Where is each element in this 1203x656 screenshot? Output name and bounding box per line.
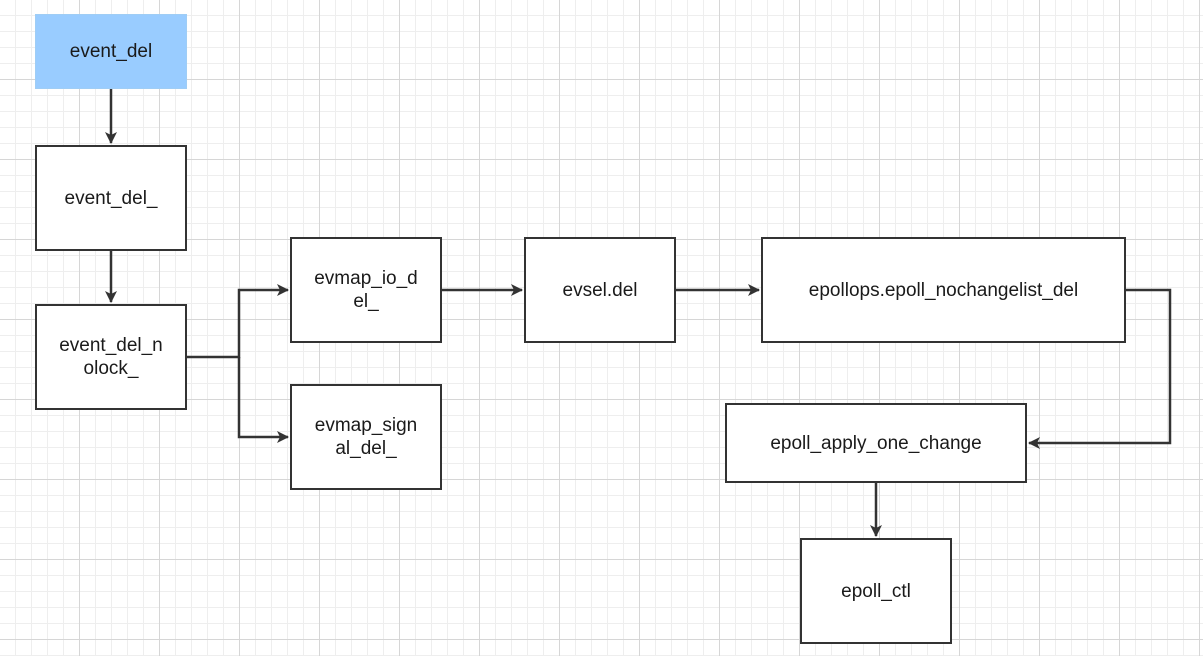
node-label: evsel.del <box>562 279 638 301</box>
node-evmap-io-del[interactable]: evmap_io_del_ <box>290 237 442 343</box>
node-label: evmap_io_del_ <box>314 268 418 312</box>
node-epollops-nochangelist-del[interactable]: epollops.epoll_nochangelist_del <box>761 237 1126 343</box>
node-label: event_del_ <box>64 187 158 209</box>
node-event-del-nolock[interactable]: event_del_nolock_ <box>35 304 187 410</box>
node-epoll-ctl[interactable]: epoll_ctl <box>800 538 952 644</box>
edge-epollops-to-apply-one-change <box>1028 288 1172 449</box>
node-label: epoll_ctl <box>841 580 911 602</box>
node-evsel-del[interactable]: evsel.del <box>524 237 676 343</box>
node-label: epollops.epoll_nochangelist_del <box>808 279 1079 301</box>
node-evmap-signal-del[interactable]: evmap_signal_del_ <box>290 384 442 490</box>
node-event-del-underscore[interactable]: event_del_ <box>35 145 187 251</box>
node-label: event_del_nolock_ <box>59 335 163 379</box>
edge-nolock-to-evmap-signal-del <box>237 357 289 443</box>
node-label: event_del <box>69 41 153 62</box>
edge-nolock-to-evmap-io-del <box>187 284 289 359</box>
node-label: evmap_signal_del_ <box>314 415 418 459</box>
node-event-del[interactable]: event_del <box>35 14 187 89</box>
node-label: epoll_apply_one_change <box>770 432 982 454</box>
node-epoll-apply-one-change[interactable]: epoll_apply_one_change <box>725 403 1027 483</box>
